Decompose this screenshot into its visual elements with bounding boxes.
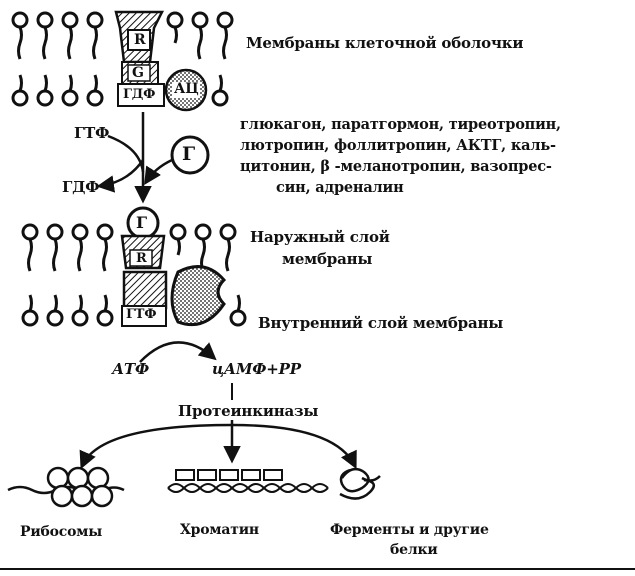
middle-receptor-complex [120, 206, 227, 327]
ribosomes-illustration [7, 466, 125, 508]
gtp-label: ГТФ [74, 124, 110, 142]
hormones-line: глюкагон, паратгормон, тиреотропин, [240, 116, 561, 133]
outer-layer-caption-1: Наружный слой [250, 228, 390, 246]
hormones-list: глюкагон, паратгормон, тиреотропин, лютр… [240, 114, 561, 198]
g-protein-label: G [132, 65, 144, 81]
camp-label: цАМФ+РР [212, 360, 301, 378]
atp-to-camp-arrow [139, 341, 217, 363]
enzymes-label-1: Ферменты и другие [330, 522, 489, 538]
outer-layer-caption-2: мембраны [282, 250, 373, 268]
gdp-small-label: ГДФ [123, 87, 156, 102]
hormone-symbol-bound: Г [136, 213, 147, 232]
inner-layer-caption: Внутренний слой мембраны [258, 314, 504, 332]
chromatin-illustration [167, 469, 329, 493]
protein-kinases-label: Протеинкиназы [178, 402, 319, 420]
kinase-branch-arrows [79, 420, 357, 470]
top-receptor-complex [114, 10, 208, 112]
enzymes-label-2: белки [390, 542, 438, 558]
cell-membranes-caption: Мембраны клеточной оболочки [246, 34, 524, 52]
top-membrane [11, 11, 234, 107]
middle-membrane [21, 223, 247, 327]
hormones-line: син, адреналин [276, 179, 404, 196]
receptor-label-active: R [136, 251, 147, 266]
receptor-label: R [134, 32, 146, 48]
activation-arrows [96, 112, 210, 204]
gdp-label: ГДФ [62, 178, 100, 196]
hormones-line: цитонин, β -меланотропин, вазопрес- [240, 158, 552, 175]
hormone-symbol: Г [182, 143, 195, 165]
gtp-small-label: ГТФ [126, 307, 157, 322]
ribosomes-label: Рибосомы [20, 524, 103, 540]
atp-label: АТФ [112, 360, 150, 378]
chromatin-label: Хроматин [180, 522, 259, 538]
hormones-line: лютропин, фоллитропин, АКТГ, каль- [240, 137, 556, 154]
adenylate-cyclase-label: АЦ [174, 81, 199, 97]
enzymes-illustration [339, 467, 381, 500]
